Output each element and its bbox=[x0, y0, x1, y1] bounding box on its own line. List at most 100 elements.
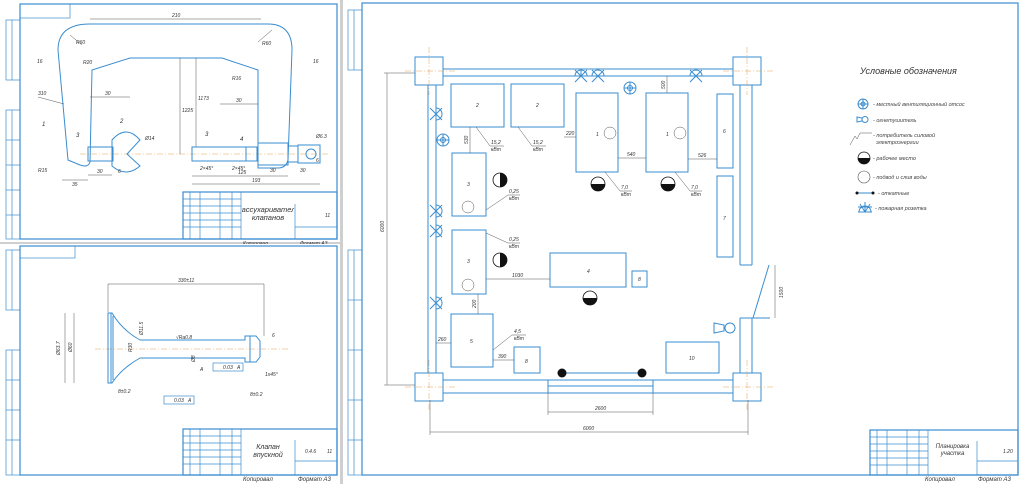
socket-icon bbox=[429, 69, 703, 310]
equipment-3[interactable]: 3 bbox=[451, 152, 487, 217]
gate-icon bbox=[855, 191, 875, 195]
svg-text:7,0: 7,0 bbox=[691, 185, 698, 191]
svg-text:6: 6 bbox=[316, 158, 319, 164]
svg-text:526: 526 bbox=[698, 153, 707, 159]
svg-text:390: 390 bbox=[498, 354, 507, 360]
svg-text:R30: R30 bbox=[128, 343, 134, 352]
svg-text:1x45°: 1x45° bbox=[265, 372, 278, 378]
svg-text:5: 5 bbox=[470, 339, 473, 345]
svg-text:2×45°: 2×45° bbox=[231, 166, 245, 172]
sliding-gate bbox=[557, 368, 647, 378]
sheet-3[interactable]: 2 2 1 1 6 7 3 3 4 8 5 8 10 bbox=[343, 0, 1024, 484]
format-label: Формат А3 bbox=[978, 477, 1011, 483]
svg-text:310: 310 bbox=[38, 91, 47, 97]
svg-text:2600: 2600 bbox=[594, 406, 606, 412]
workplace-icon bbox=[582, 290, 598, 306]
socket-icon bbox=[858, 202, 872, 213]
svg-text:6: 6 bbox=[118, 169, 121, 175]
copied-label: Копировал bbox=[925, 477, 955, 483]
equipment-7[interactable]: 7 bbox=[716, 175, 734, 258]
svg-text:кВт: кВт bbox=[491, 147, 501, 153]
svg-text:3: 3 bbox=[467, 259, 470, 265]
svg-text:530: 530 bbox=[464, 135, 470, 144]
fire-extinguisher-icon bbox=[856, 116, 869, 123]
equipment-6[interactable]: 6 bbox=[716, 93, 734, 169]
svg-text:8: 8 bbox=[638, 277, 641, 283]
svg-text:кВт: кВт bbox=[509, 244, 519, 250]
equipment-4[interactable]: 4 bbox=[549, 252, 627, 288]
svg-text:4,5: 4,5 bbox=[514, 329, 521, 335]
svg-text:кВт: кВт bbox=[691, 192, 701, 198]
svg-text:2: 2 bbox=[535, 103, 539, 109]
workplace-icon bbox=[492, 252, 508, 268]
equipment-10[interactable]: 10 bbox=[665, 341, 720, 374]
local-exhaust-icon bbox=[857, 98, 869, 110]
workplace-icon bbox=[660, 176, 676, 192]
svg-text:1.20: 1.20 bbox=[1003, 449, 1013, 455]
svg-text:- огнетушитель: - огнетушитель bbox=[873, 118, 917, 124]
sheet-1[interactable]: 210 R60 R60 R20 R16 16 16 30 30 1225 117… bbox=[0, 0, 340, 247]
svg-text:3: 3 bbox=[467, 182, 470, 188]
svg-text:15,2: 15,2 bbox=[491, 140, 501, 146]
equipment-2[interactable]: 2 bbox=[510, 83, 565, 128]
svg-text:6000: 6000 bbox=[583, 426, 594, 432]
svg-text:A: A bbox=[187, 398, 192, 404]
svg-text:- рабочее место: - рабочее место bbox=[873, 156, 916, 162]
equipment-1[interactable]: 1 bbox=[575, 92, 619, 173]
title-block-2: Клапан впускной 0.4.6 11 bbox=[182, 428, 338, 476]
local-exhaust-icon bbox=[436, 133, 450, 147]
column bbox=[405, 360, 455, 410]
legend-title: Условные обозначения bbox=[859, 66, 957, 76]
svg-text:1500: 1500 bbox=[779, 287, 785, 298]
water-supply-icon bbox=[461, 278, 475, 292]
svg-text:7: 7 bbox=[723, 216, 726, 222]
equipment-3[interactable]: 3 bbox=[451, 229, 487, 295]
svg-text:Ø8: Ø8 bbox=[191, 355, 197, 363]
svg-text:кВт: кВт bbox=[514, 336, 524, 342]
svg-text:4: 4 bbox=[587, 269, 590, 275]
water-supply-icon bbox=[857, 170, 871, 184]
title-block-1: Рассухариватель клапанов 11 bbox=[182, 191, 338, 240]
svg-text:электроэнергии: электроэнергии bbox=[876, 140, 919, 146]
svg-text:8±0.2: 8±0.2 bbox=[118, 389, 131, 395]
svg-text:6: 6 bbox=[272, 333, 275, 339]
svg-text:6000: 6000 bbox=[380, 221, 386, 232]
svg-text:30: 30 bbox=[236, 98, 242, 104]
svg-text:Ø60: Ø60 bbox=[68, 342, 74, 353]
water-supply-icon bbox=[673, 126, 687, 140]
svg-text:260: 260 bbox=[437, 337, 447, 343]
svg-text:1225: 1225 bbox=[182, 108, 193, 114]
svg-text:R20: R20 bbox=[83, 60, 92, 66]
water-supply-icon bbox=[461, 200, 475, 214]
drawing-title: Планировка участка bbox=[935, 444, 970, 457]
drawing-title: Рассухариватель клапанов bbox=[242, 204, 294, 222]
svg-text:0.4.6: 0.4.6 bbox=[305, 449, 316, 455]
column bbox=[723, 47, 773, 95]
workplace-icon bbox=[590, 176, 606, 192]
equipment-8[interactable]: 8 bbox=[631, 270, 648, 288]
workplace-icon bbox=[492, 172, 508, 188]
svg-text:Ø63.7: Ø63.7 bbox=[56, 341, 62, 356]
equipment-5[interactable]: 5 bbox=[450, 313, 494, 368]
svg-text:35: 35 bbox=[72, 182, 78, 188]
sheet-2[interactable]: 330±11 Ø63.7 Ø60 Ø11.5 Ø8 R30 √Ra0.8 0.0… bbox=[0, 244, 340, 484]
intake-valve-drawing: 330±11 Ø63.7 Ø60 Ø11.5 Ø8 R30 √Ra0.8 0.0… bbox=[56, 278, 290, 405]
left-margin-strip bbox=[347, 9, 363, 476]
svg-text:- потребитель силовой: - потребитель силовой bbox=[873, 132, 935, 139]
svg-text:- местный вентиляционный отсос: - местный вентиляционный отсос bbox=[873, 101, 965, 108]
svg-text:15,2: 15,2 bbox=[533, 140, 543, 146]
power-consumer-icon bbox=[849, 132, 872, 146]
svg-text:10: 10 bbox=[689, 356, 695, 362]
svg-text:4: 4 bbox=[240, 137, 244, 143]
svg-text:Ø6.3: Ø6.3 bbox=[315, 134, 327, 140]
column bbox=[723, 360, 773, 410]
svg-text:- откатные: - откатные bbox=[878, 191, 909, 197]
svg-text:A: A bbox=[236, 365, 241, 371]
svg-text:500: 500 bbox=[661, 80, 667, 89]
equipment-2[interactable]: 2 bbox=[450, 83, 505, 128]
